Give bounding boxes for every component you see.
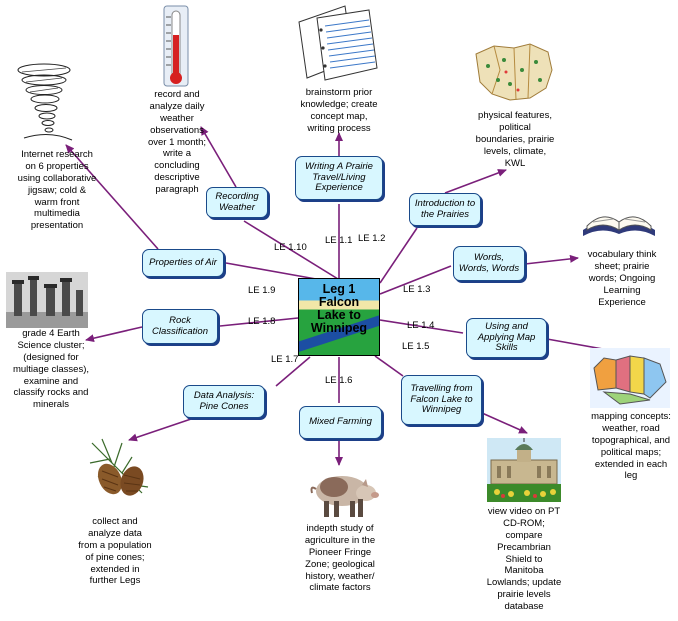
desc-data-analysis: collect and analyze data from a populati…: [78, 516, 152, 587]
topic-connector: [379, 227, 418, 284]
topic-connector: [379, 265, 452, 295]
topic-connector: [275, 356, 311, 387]
central-topic-title: Leg 1 Falcon Lake to Winnipeg: [310, 282, 368, 336]
node-label: Using and Applying Map Skills: [477, 320, 536, 354]
tornado-image: [17, 63, 73, 141]
le-label: LE 1.8: [248, 316, 276, 327]
node-words-words[interactable]: Words, Words, Words: [453, 246, 525, 281]
connector-lines: [65, 126, 637, 466]
le-label: LE 1.7: [271, 354, 299, 365]
node-rock-classification[interactable]: Rock Classification: [142, 309, 218, 344]
node-label: Words, Words, Words: [458, 251, 520, 274]
desc-rock-classification: grade 4 Earth Science cluster; (designed…: [12, 328, 90, 411]
pine-cone-image: [89, 438, 149, 496]
canada-map-image: [475, 43, 553, 101]
topic-connector: [379, 319, 464, 334]
legislature-image: [487, 438, 561, 502]
le-label: LE 1.5: [402, 341, 430, 352]
rock-columns-image: [6, 272, 88, 328]
node-map-skills[interactable]: Using and Applying Map Skills: [466, 318, 547, 358]
desc-recording-weather: record and analyze daily weather observa…: [147, 89, 207, 195]
desc-travelling: view video on PT CD-ROM; compare Precamb…: [486, 506, 562, 612]
node-recording-weather[interactable]: Recording Weather: [206, 187, 268, 218]
description-arrow: [444, 169, 507, 194]
description-arrow: [481, 412, 528, 434]
node-label: Mixed Farming: [309, 416, 372, 428]
topic-connector: [219, 317, 299, 327]
notebook-paper-image: [298, 5, 378, 81]
description-arrow: [524, 254, 579, 265]
provinces-map-image: [590, 348, 670, 408]
le-label: LE 1.10: [274, 242, 307, 253]
description-arrow: [200, 126, 237, 188]
node-label: Travelling from Falcon Lake to Winnipeg: [410, 382, 473, 416]
description-arrow: [65, 144, 159, 250]
topic-connector: [243, 220, 339, 280]
topic-connector: [374, 355, 404, 377]
le-label: LE 1.2: [358, 233, 386, 244]
desc-intro-prairies: physical features, political boundaries,…: [475, 110, 555, 169]
node-label: Writing A Prairie Travel/Living Experien…: [305, 160, 373, 194]
le-label: LE 1.6: [325, 375, 353, 386]
node-label: Properties of Air: [149, 256, 217, 268]
node-intro-prairies[interactable]: Introduction to the Prairies: [409, 193, 481, 226]
open-book-image: [583, 216, 655, 236]
node-data-analysis[interactable]: Data Analysis: Pine Cones: [183, 385, 265, 418]
le-label: LE 1.9: [248, 285, 276, 296]
node-travelling[interactable]: Travelling from Falcon Lake to Winnipeg: [401, 375, 482, 425]
desc-map-skills: mapping concepts: weather, road topograp…: [591, 411, 671, 482]
node-label: Rock Classification: [152, 314, 208, 337]
desc-properties-air: Internet research on 6 properties using …: [17, 149, 97, 232]
le-label: LE 1.1: [325, 235, 353, 246]
node-label: Recording Weather: [215, 190, 259, 213]
central-topic[interactable]: Leg 1 Falcon Lake to Winnipeg: [298, 278, 380, 356]
pig-image: [310, 476, 379, 517]
thermometer-image: [163, 5, 189, 87]
le-label: LE 1.4: [407, 320, 435, 331]
desc-words-words: vocabulary think sheet; prairie words; O…: [587, 249, 657, 308]
node-label: Data Analysis: Pine Cones: [193, 389, 255, 412]
node-writing-prairie[interactable]: Writing A Prairie Travel/Living Experien…: [295, 156, 383, 200]
topic-connector: [225, 262, 317, 280]
description-arrow: [128, 417, 195, 442]
desc-mixed-farming: indepth study of agriculture in the Pion…: [304, 523, 376, 594]
description-arrow: [85, 326, 143, 343]
node-mixed-farming[interactable]: Mixed Farming: [299, 406, 382, 439]
le-label: LE 1.3: [403, 284, 431, 295]
node-properties-air[interactable]: Properties of Air: [142, 249, 224, 277]
desc-writing-prairie: brainstorm prior knowledge; create conce…: [300, 87, 378, 134]
node-label: Introduction to the Prairies: [414, 197, 476, 220]
